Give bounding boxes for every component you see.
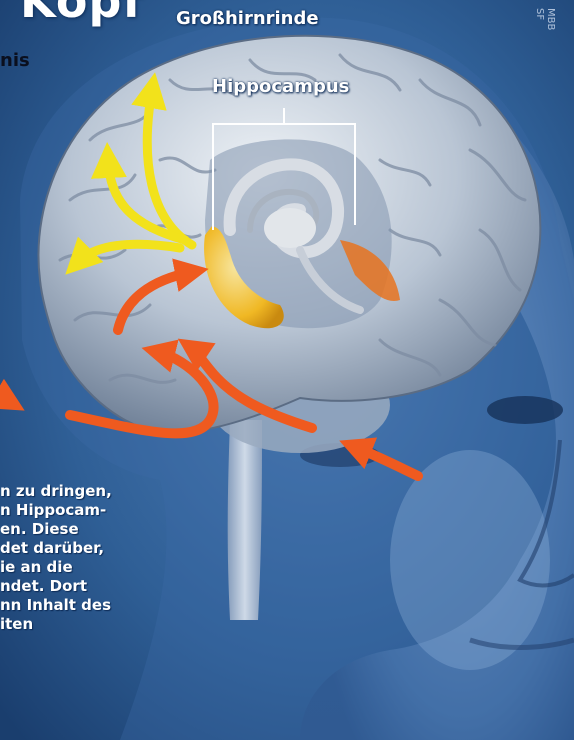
eye — [487, 396, 563, 424]
label-grosshirnrinde: Großhirnrinde — [176, 8, 319, 29]
cheek-highlight — [390, 450, 550, 670]
photo-credit: MBB SF — [534, 8, 556, 30]
page-title-partial: Kopf — [20, 0, 143, 28]
body-line: en. Diese — [0, 520, 128, 539]
body-text: n zu dringen, n Hippocam- en. Diese det … — [0, 482, 128, 634]
body-line: nn Inhalt des — [0, 596, 128, 615]
left-text-fragment: nis — [0, 50, 30, 71]
label-hippocampus: Hippocampus — [212, 76, 349, 97]
body-line: ie an die — [0, 558, 128, 577]
thalamus — [264, 208, 316, 248]
orange-arrow-5 — [0, 395, 10, 402]
body-line: det darüber, — [0, 539, 128, 558]
body-line: iten — [0, 615, 128, 634]
body-line: n Hippocam- — [0, 501, 128, 520]
body-line: n zu dringen, — [0, 482, 128, 501]
brain-stem — [228, 420, 262, 620]
body-line: ndet. Dort — [0, 577, 128, 596]
